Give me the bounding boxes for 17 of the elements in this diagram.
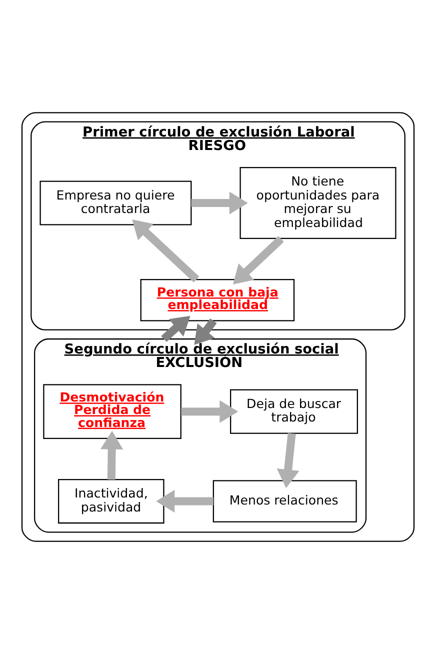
arrow xyxy=(232,236,284,284)
arrow xyxy=(161,316,190,342)
arrow xyxy=(181,400,238,423)
node-box: No tiene oportunidades para mejorar su empleabilidad xyxy=(240,167,396,239)
arrow xyxy=(276,433,300,488)
node-box: Menos relaciones xyxy=(212,480,357,522)
cluster xyxy=(21,112,415,542)
node-box: Desmotivación Perdida de confianza xyxy=(43,384,182,439)
node-box: Persona con baja empleabilidad xyxy=(140,279,295,322)
node-box: Inactividad, pasividad xyxy=(58,479,164,524)
arrow xyxy=(100,430,124,480)
arrow xyxy=(194,318,217,345)
arrow xyxy=(191,192,248,214)
node-box: Deja de buscar trabajo xyxy=(230,389,358,434)
arrow xyxy=(156,490,214,513)
arrow xyxy=(132,220,200,282)
node-box: Empresa no quiere contratarla xyxy=(40,180,192,226)
